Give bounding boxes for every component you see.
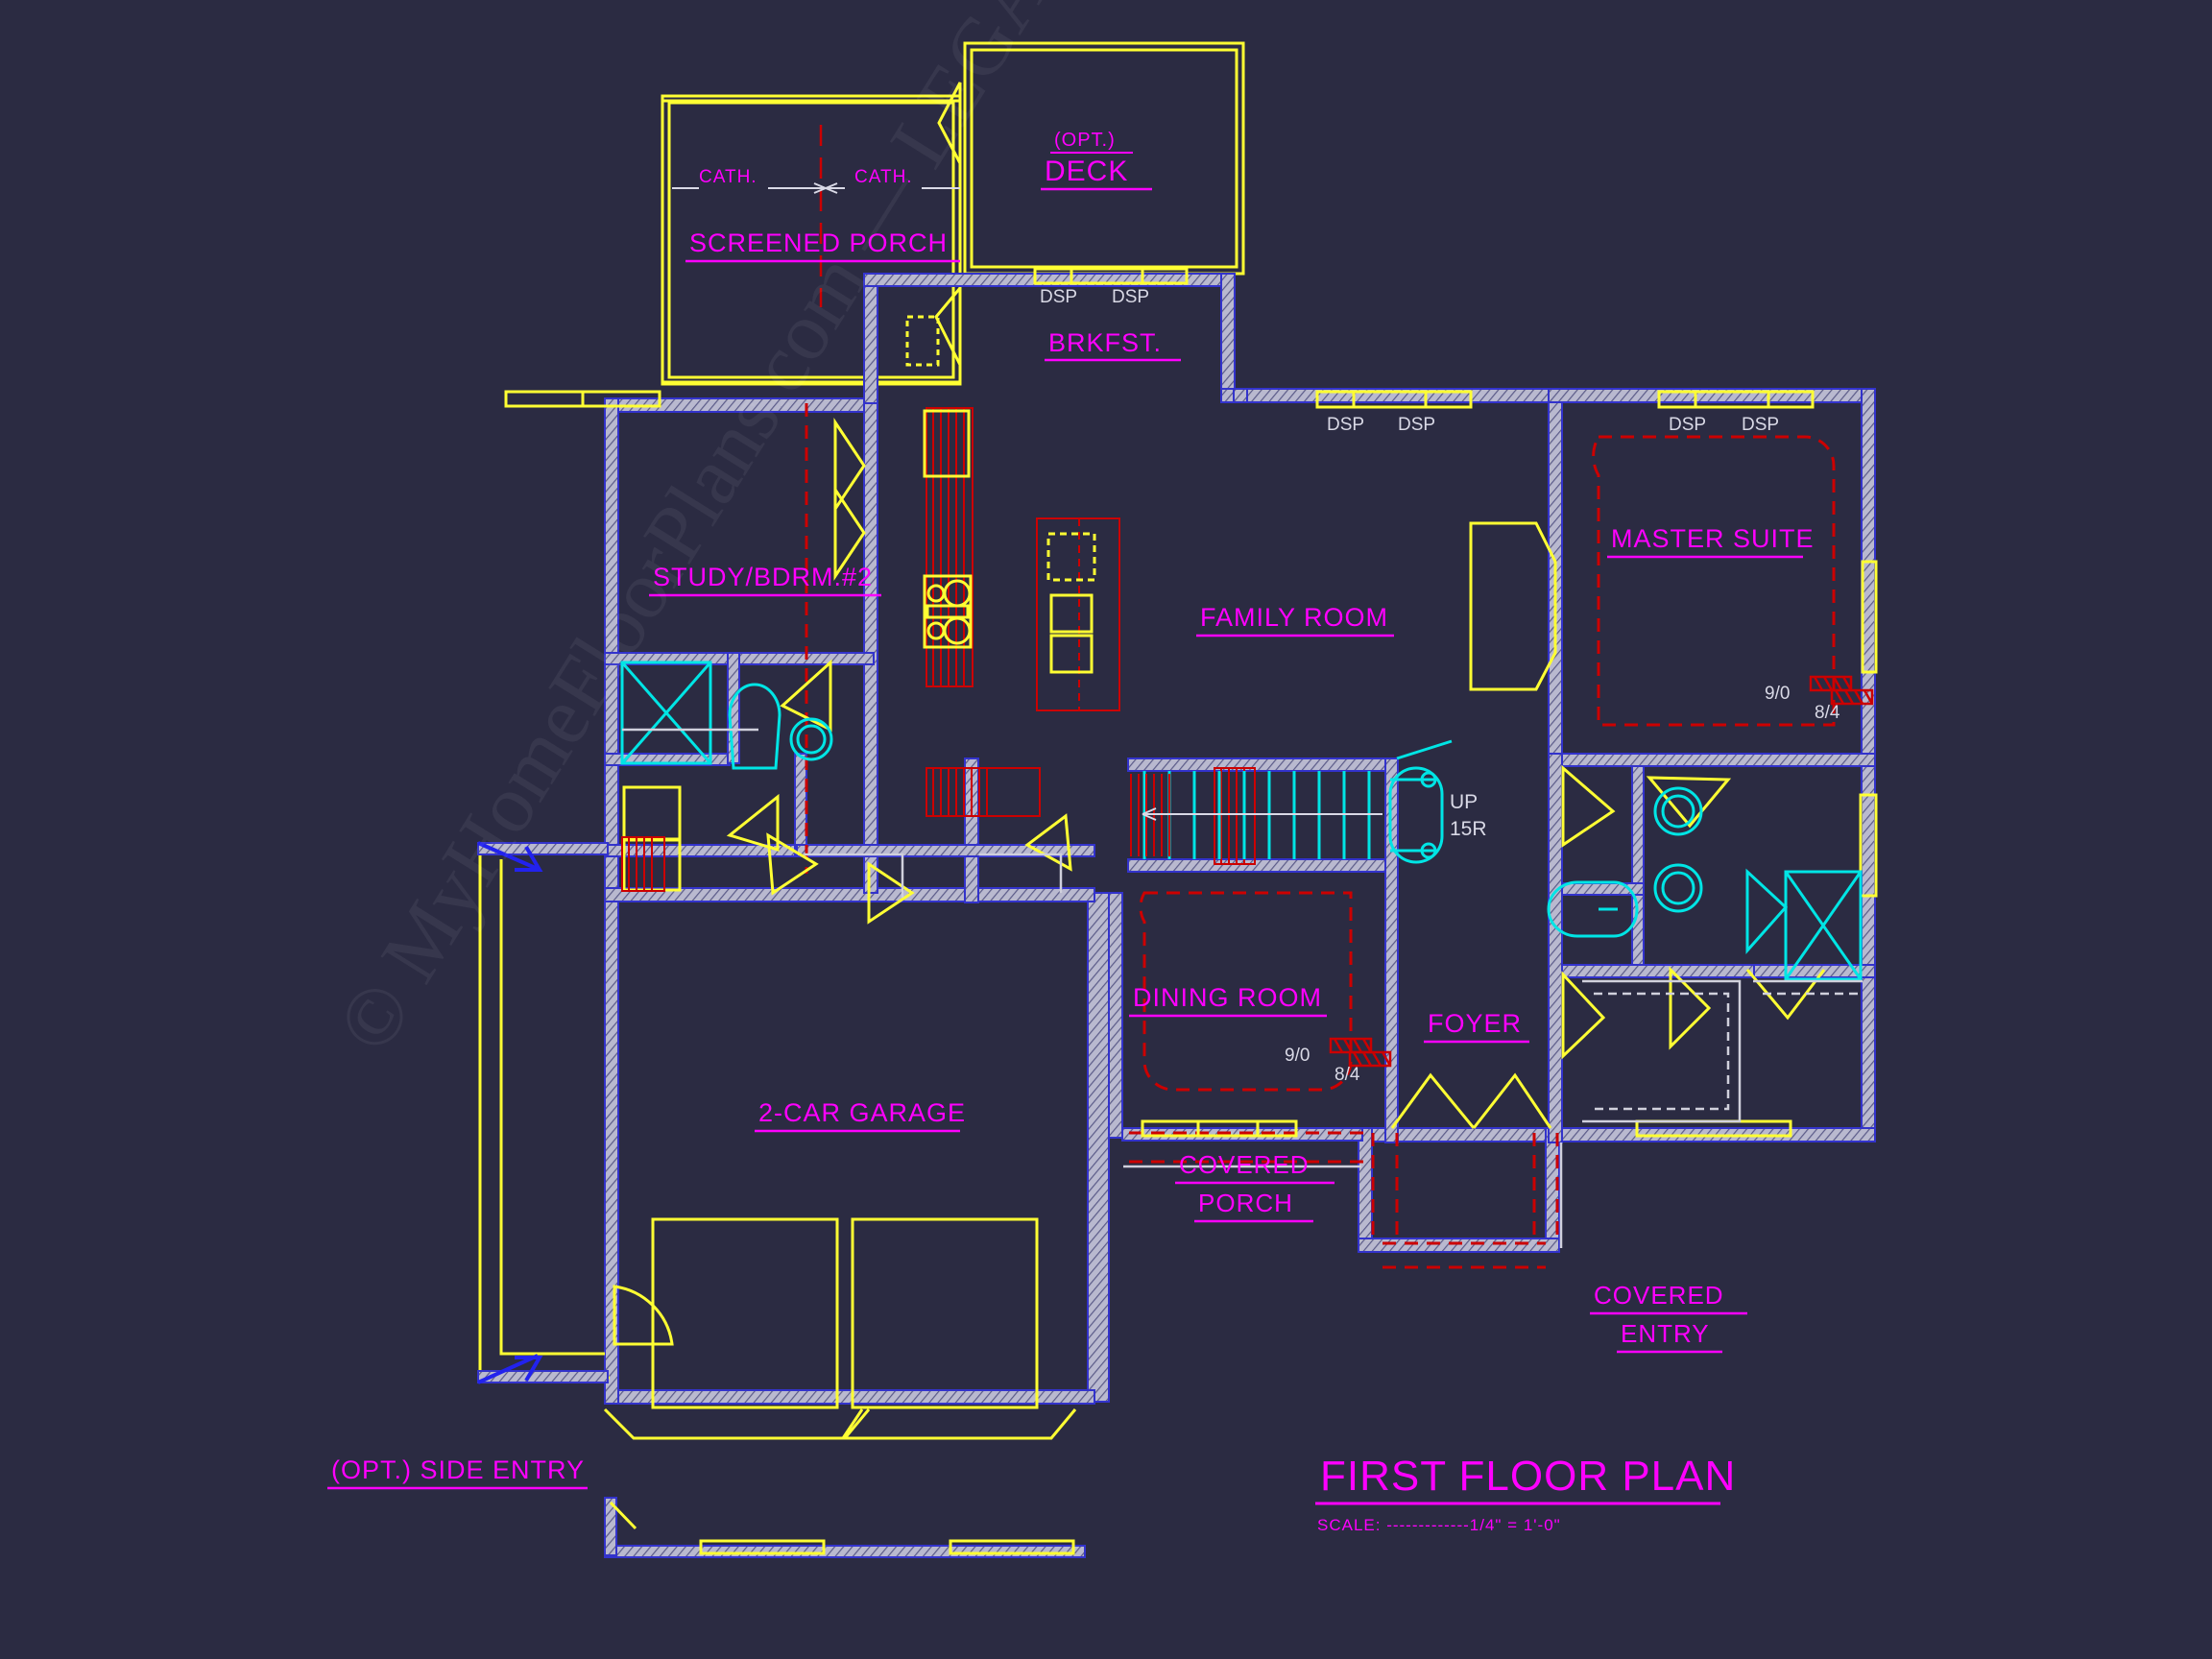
room-label-opt-side-entry: (OPT.) SIDE ENTRY	[327, 1455, 588, 1490]
svg-text:2-CAR GARAGE: 2-CAR GARAGE	[758, 1098, 966, 1127]
svg-text:DINING ROOM: DINING ROOM	[1133, 983, 1322, 1012]
svg-text:CATH.: CATH.	[699, 167, 757, 187]
room-label-deck: (OPT.) DECK	[1041, 130, 1152, 191]
header-tag-master: 9/0 8/4	[1765, 675, 1874, 723]
bath-fixtures-left	[620, 661, 833, 770]
kitchen-appliances	[923, 409, 1096, 674]
room-label-foyer: FOYER	[1424, 1009, 1529, 1044]
room-label-master-suite: MASTER SUITE	[1607, 524, 1815, 559]
svg-text:DSP: DSP	[1669, 415, 1706, 435]
svg-text:UP: UP	[1450, 791, 1478, 813]
room-label-family-room: FAMILY ROOM	[1196, 603, 1394, 637]
svg-text:DECK: DECK	[1045, 156, 1128, 187]
screened-porch-structure	[661, 94, 962, 386]
svg-text:ENTRY: ENTRY	[1621, 1319, 1710, 1348]
kitchen-cabinets	[926, 407, 1256, 865]
room-label-covered-porch: COVERED PORCH	[1175, 1150, 1334, 1223]
windows	[504, 267, 1878, 1138]
opt-side-entry-lower-window	[609, 1501, 1075, 1555]
fireplace	[1469, 521, 1557, 691]
svg-text:(OPT.): (OPT.)	[1054, 130, 1116, 151]
exterior-walls	[604, 273, 1876, 1405]
stair-direction-note: UP 15R	[1142, 791, 1487, 840]
svg-text:(OPT.) SIDE ENTRY: (OPT.) SIDE ENTRY	[331, 1455, 585, 1484]
svg-text:DSP: DSP	[1040, 287, 1077, 307]
door-swings	[613, 418, 1826, 1346]
cath-note-left: CATH.	[672, 167, 827, 194]
opt-side-entry-arrows	[477, 841, 543, 1384]
svg-text:DSP: DSP	[1742, 415, 1779, 435]
room-label-screened-porch: SCREENED PORCH	[685, 228, 960, 263]
svg-text:DSP: DSP	[1398, 415, 1435, 435]
deck-door-swing	[937, 82, 962, 164]
svg-text:COVERED: COVERED	[1594, 1281, 1724, 1310]
room-label-study-bdrm2: STUDY/BDRM.#2	[649, 563, 881, 597]
svg-text:FOYER: FOYER	[1428, 1009, 1522, 1038]
closet-shelving	[622, 728, 1863, 1248]
header-tag-dining: 9/0 8/4	[1285, 1037, 1392, 1085]
title-block: FIRST FLOOR PLAN SCALE: -------------1/4…	[1315, 1453, 1736, 1534]
garage-door-bays	[603, 1217, 1077, 1440]
brkfst-door-swing	[905, 283, 962, 367]
room-label-covered-entry: COVERED ENTRY	[1590, 1281, 1747, 1354]
svg-text:CATH.: CATH.	[854, 167, 913, 187]
opt-side-entry-structure	[478, 850, 610, 1380]
room-label-dining-room: DINING ROOM	[1129, 983, 1327, 1018]
svg-text:15R: 15R	[1450, 818, 1487, 840]
svg-text:8/4: 8/4	[1815, 703, 1840, 723]
opt-side-entry-walls	[477, 842, 1086, 1558]
cath-note-right: CATH.	[825, 167, 960, 194]
svg-text:PORCH: PORCH	[1198, 1189, 1293, 1217]
svg-text:SCREENED PORCH: SCREENED PORCH	[689, 228, 948, 257]
svg-text:9/0: 9/0	[1765, 684, 1790, 704]
window-tags: DSP DSP DSP DSP DSP DSP	[1040, 287, 1779, 435]
svg-text:DSP: DSP	[1327, 415, 1364, 435]
water-heater	[621, 836, 665, 892]
svg-text:8/4: 8/4	[1334, 1065, 1360, 1085]
svg-text:BRKFST.: BRKFST.	[1048, 328, 1162, 357]
svg-text:STUDY/BDRM.#2: STUDY/BDRM.#2	[653, 563, 873, 591]
ceiling-tray-lines	[805, 403, 1836, 1269]
svg-text:FIRST FLOOR PLAN: FIRST FLOOR PLAN	[1320, 1453, 1736, 1500]
bath-fixtures-master	[1547, 786, 1863, 981]
svg-text:9/0: 9/0	[1285, 1046, 1310, 1066]
svg-text:DSP: DSP	[1112, 287, 1149, 307]
room-label-brkfst: BRKFST.	[1045, 328, 1181, 362]
svg-text:COVERED: COVERED	[1179, 1150, 1310, 1179]
room-label-garage: 2-CAR GARAGE	[755, 1098, 966, 1133]
svg-text:SCALE: -------------1/4" = 1': SCALE: -------------1/4" = 1'-0"	[1317, 1516, 1561, 1534]
svg-text:FAMILY ROOM: FAMILY ROOM	[1200, 603, 1388, 632]
svg-text:MASTER SUITE: MASTER SUITE	[1611, 524, 1815, 553]
